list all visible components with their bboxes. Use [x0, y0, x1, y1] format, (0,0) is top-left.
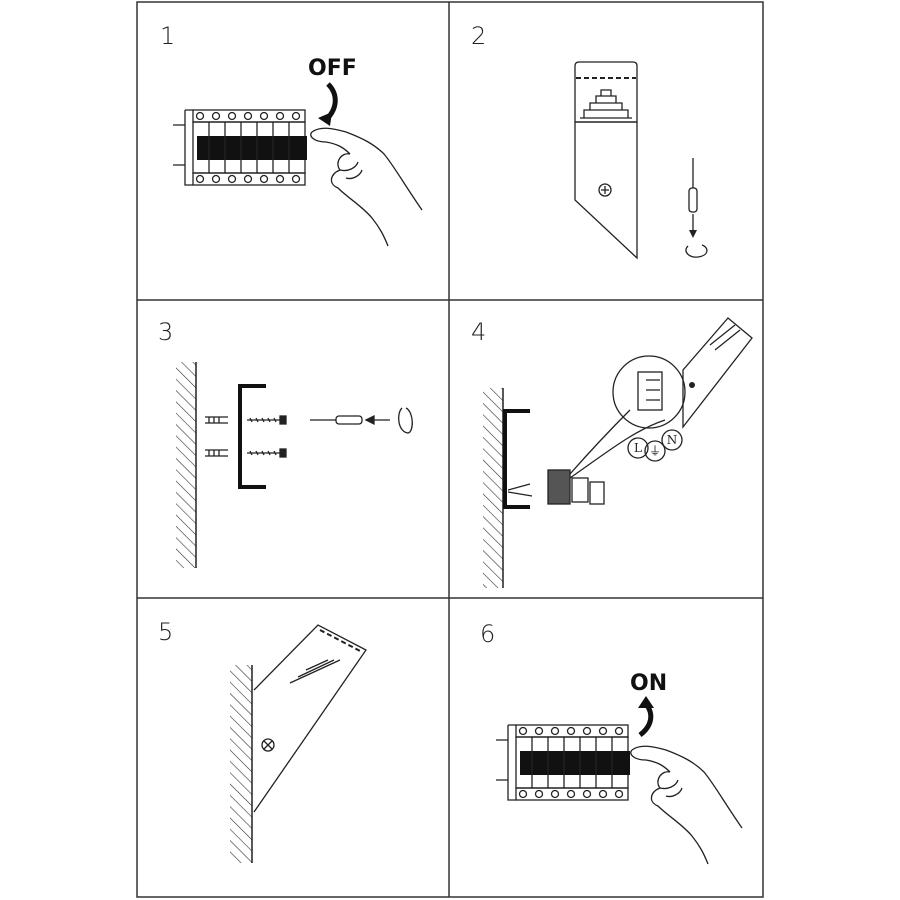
- step-number: 1: [160, 22, 175, 50]
- hand-icon: [630, 745, 743, 865]
- terminal-detail: [612, 355, 686, 429]
- circuit-breaker-icon: [495, 724, 631, 801]
- hand-icon: [310, 127, 423, 247]
- panel-5-attach-lamp: 5: [158, 618, 367, 863]
- panel-grid: [136, 1, 764, 898]
- step-number: 4: [471, 318, 486, 346]
- rotate-arrow-icon: [397, 407, 413, 434]
- circuit-breaker-icon: [172, 109, 308, 186]
- lamp-icon: [253, 624, 367, 813]
- terminal-neutral-label: N: [667, 433, 678, 447]
- terminal-earth-label: ⏚: [649, 444, 661, 458]
- panel-1-switch-off: 1 OFF: [160, 22, 423, 247]
- lamp-icon: [682, 317, 753, 429]
- panel-3-mount-bracket: 3: [158, 318, 413, 568]
- step-number: 6: [480, 620, 495, 648]
- wall-icon: [483, 388, 503, 588]
- step-number: 2: [471, 22, 486, 50]
- wall-icon: [230, 665, 252, 863]
- arrow-head-icon: [318, 112, 332, 126]
- off-label: OFF: [308, 56, 357, 81]
- bracket-icon: [238, 384, 266, 489]
- panel-4-wiring: 4 L ⏚ N: [471, 317, 753, 588]
- screwdriver-icon: [685, 158, 708, 258]
- screw-icon: [247, 415, 287, 458]
- wall-icon: [176, 362, 196, 568]
- terminal-labels: L ⏚ N: [627, 429, 683, 462]
- rotate-arrow-icon: [685, 244, 708, 258]
- panel-6-switch-on: 6 ON: [480, 620, 743, 865]
- up-arrow-icon: [638, 702, 654, 737]
- arrow-head-icon: [638, 696, 654, 708]
- terminal-live-label: L: [634, 441, 642, 455]
- screwdriver-icon: [310, 407, 413, 434]
- on-label: ON: [630, 671, 667, 696]
- connector-icon: [507, 409, 666, 505]
- panel-2-remove-screw: 2: [471, 22, 708, 260]
- bracket-icon: [503, 409, 530, 509]
- step-number: 3: [158, 318, 173, 346]
- wall-plug-icon: [205, 416, 228, 457]
- step-number: 5: [158, 618, 173, 646]
- lamp-icon: [574, 61, 638, 260]
